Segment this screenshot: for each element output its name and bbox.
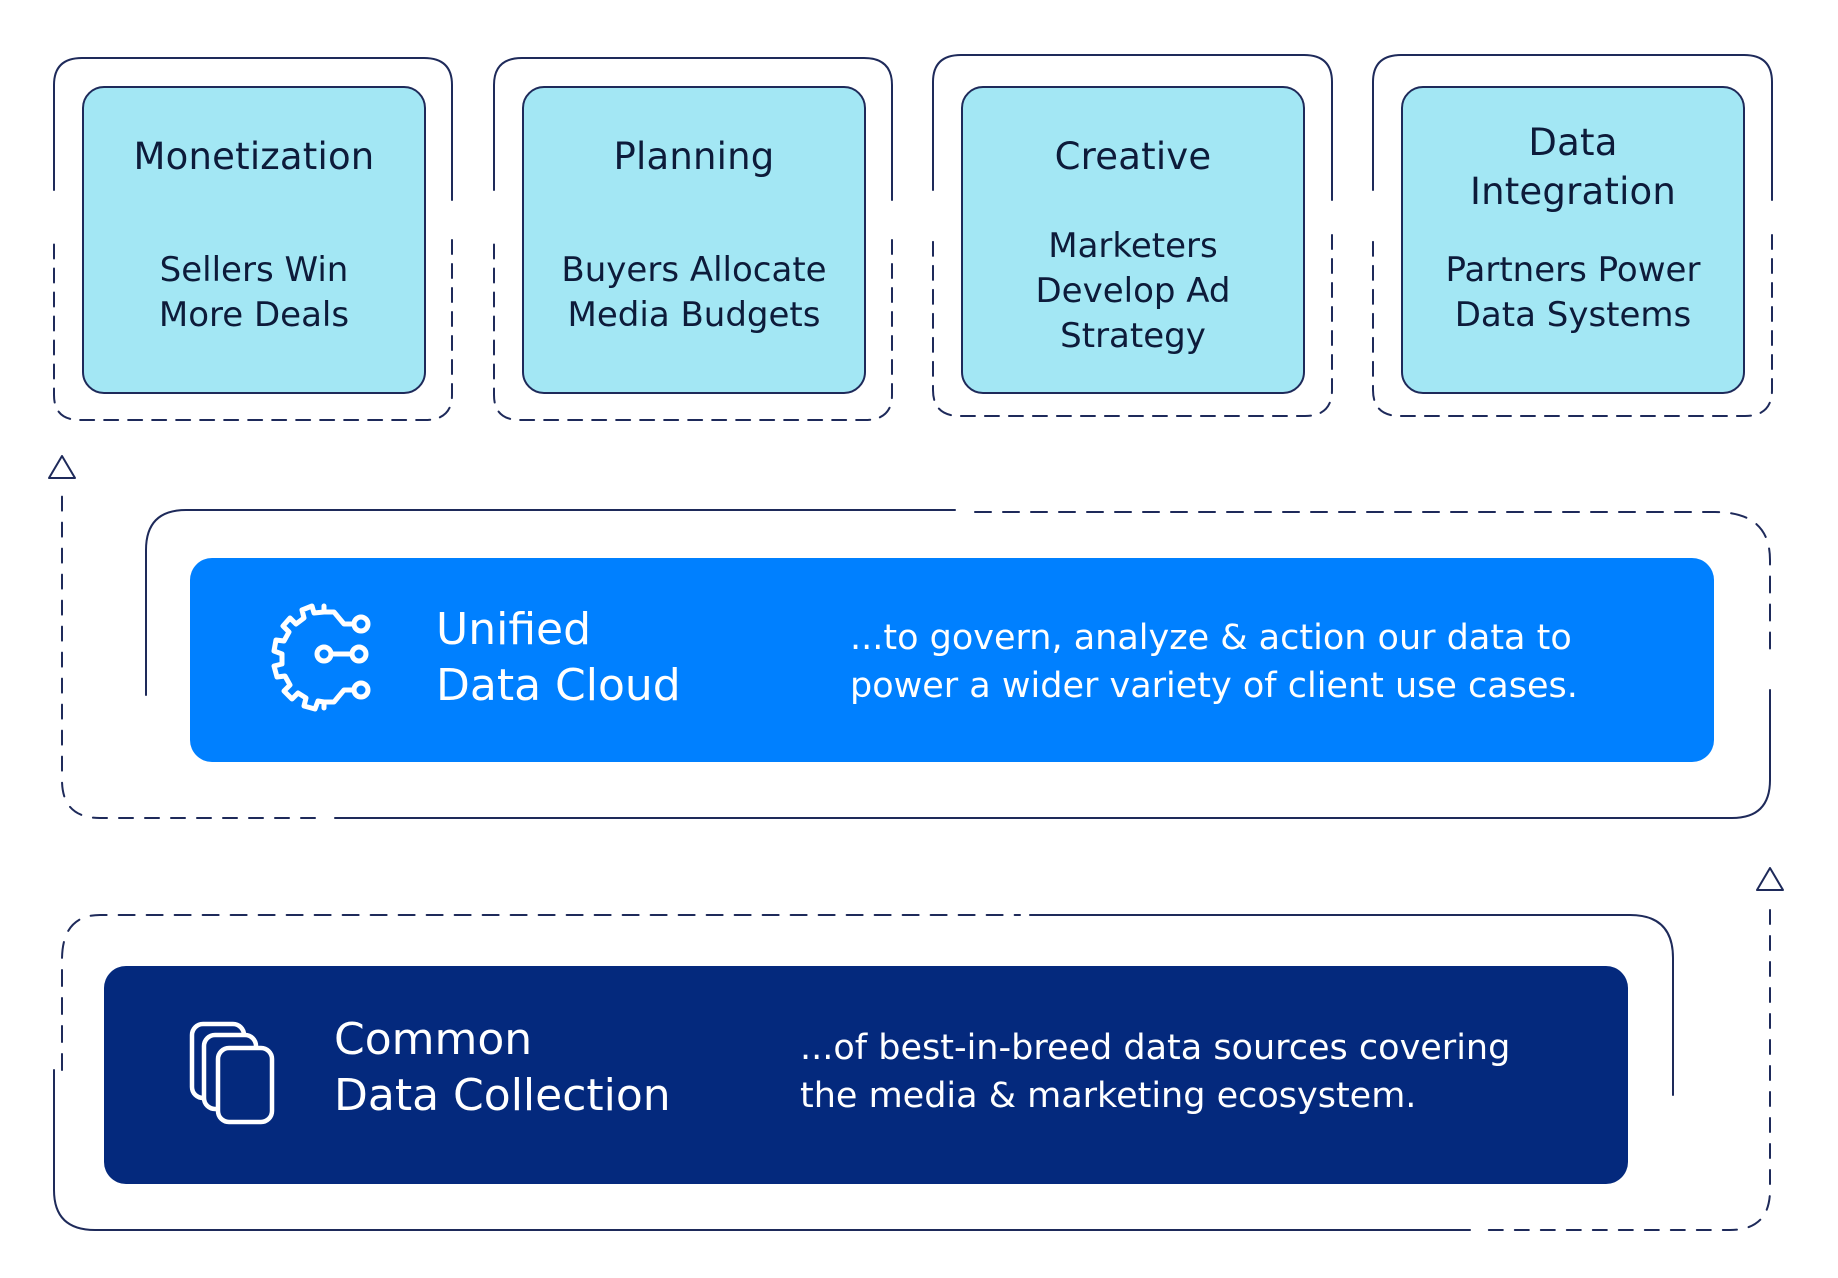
- card-creative: Creative Marketers Develop Ad Strategy: [961, 86, 1305, 394]
- collection-band-frame: [53, 909, 1771, 1231]
- collection-description: ...of best-in-breed data sources coverin…: [800, 1028, 1511, 1116]
- card-planning: Planning Buyers Allocate Media Budgets: [522, 86, 866, 394]
- common-data-collection-band: Common Data Collection ...of best-in-bre…: [104, 966, 1628, 1184]
- up-arrow-right-icon: [1756, 867, 1784, 891]
- collection-title: Common Data Collection: [334, 1014, 671, 1121]
- unified-description: ...to govern, analyze & action our data …: [850, 618, 1578, 706]
- up-arrow-left-icon: [48, 455, 76, 479]
- card-description: Sellers Win More Deals: [158, 250, 350, 335]
- card-title: Planning: [613, 135, 775, 178]
- circuit-gear-icon: [271, 603, 371, 712]
- card-monetization: Monetization Sellers Win More Deals: [82, 86, 426, 394]
- card-frame-monetization: [53, 57, 453, 421]
- unified-band-frame: [61, 489, 1771, 819]
- card-title: Monetization: [133, 135, 375, 178]
- unified-title: Unified Data Cloud: [436, 604, 681, 711]
- card-title: Creative: [1054, 135, 1212, 178]
- card-data-integration: Data Integration Partners Power Data Sys…: [1401, 86, 1745, 394]
- card-frame-data-integration: [1372, 54, 1773, 417]
- card-title: Data Integration: [1469, 121, 1677, 213]
- card-description: Buyers Allocate Media Budgets: [561, 250, 827, 335]
- unified-data-cloud-band: Unified Data Cloud ...to govern, analyze…: [190, 558, 1714, 762]
- card-description: Marketers Develop Ad Strategy: [1035, 226, 1231, 356]
- stacked-documents-icon: [189, 1021, 275, 1125]
- card-description: Partners Power Data Systems: [1445, 250, 1701, 335]
- card-frame-planning: [493, 57, 893, 421]
- card-frame-creative: [932, 54, 1333, 417]
